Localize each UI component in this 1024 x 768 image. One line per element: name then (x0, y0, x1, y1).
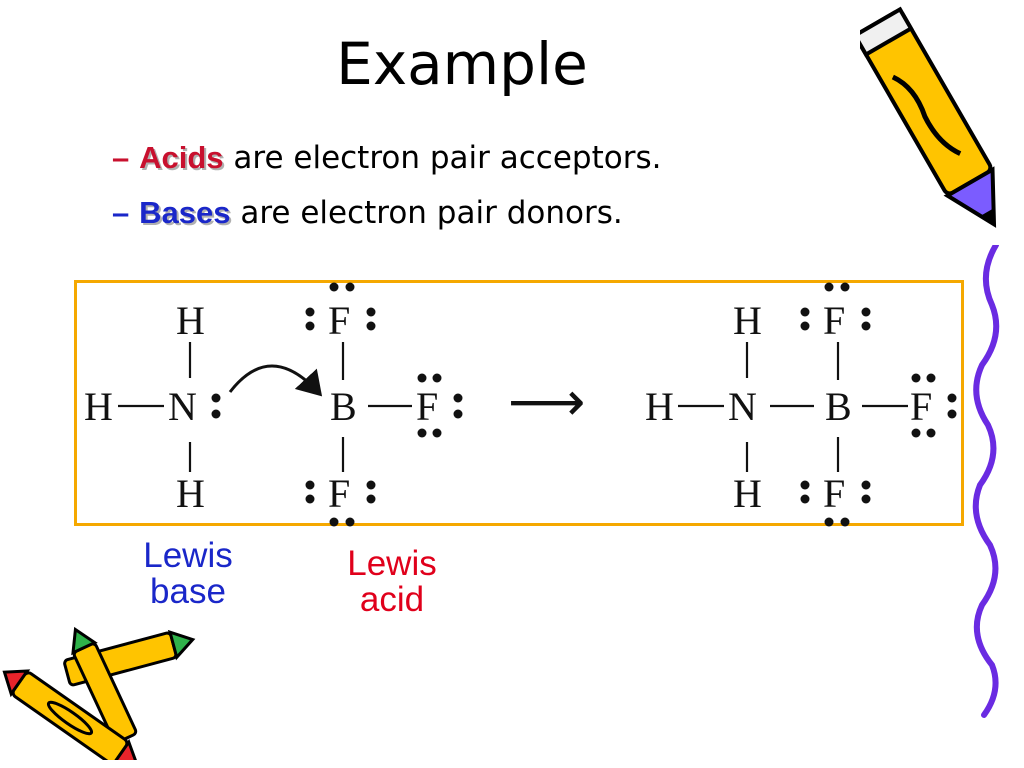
pencil-icon (860, 6, 997, 228)
atom-f: F (328, 471, 350, 516)
label-lewis-acid: Lewis acid (310, 546, 474, 618)
crayon-icon (2, 626, 196, 760)
bullet-keyword-acids: Acids (139, 140, 224, 175)
atom-h: H (84, 384, 113, 429)
atom-f: F (328, 298, 350, 343)
slide-title: Example (336, 30, 588, 98)
bullet-dash: – (112, 195, 130, 230)
atom-f: F (416, 384, 438, 429)
label-lewis-base: Lewis base (110, 538, 266, 610)
lone-pair-dots (211, 282, 957, 527)
label-line: Lewis (143, 536, 233, 575)
bullet-text: are electron pair acceptors. (233, 140, 662, 176)
atom-h: H (176, 298, 205, 343)
atom-n: N (168, 384, 197, 429)
atom-f: F (823, 471, 845, 516)
atom-f: F (910, 384, 932, 429)
atom-h: H (645, 384, 674, 429)
reaction-arrow: ⟶ (508, 370, 585, 433)
label-line: acid (359, 580, 425, 619)
reaction-box (74, 280, 964, 526)
atom-h: H (176, 471, 205, 516)
bullet-text: are electron pair donors. (240, 195, 623, 231)
label-line: base (150, 572, 226, 611)
atom-b: B (825, 384, 852, 429)
bullet-dash: – (112, 140, 130, 175)
atom-h: H (733, 471, 762, 516)
bullet-keyword-bases: Bases (139, 195, 231, 230)
bullet-bases: – Bases are electron pair donors. (112, 195, 623, 231)
atom-b: B (330, 384, 357, 429)
atom-n: N (728, 384, 757, 429)
atom-h: H (733, 298, 762, 343)
label-line: Lewis (347, 544, 437, 583)
bullet-acids: – Acids are electron pair acceptors. (112, 140, 661, 176)
squiggle-border (972, 245, 1000, 718)
atom-f: F (823, 298, 845, 343)
